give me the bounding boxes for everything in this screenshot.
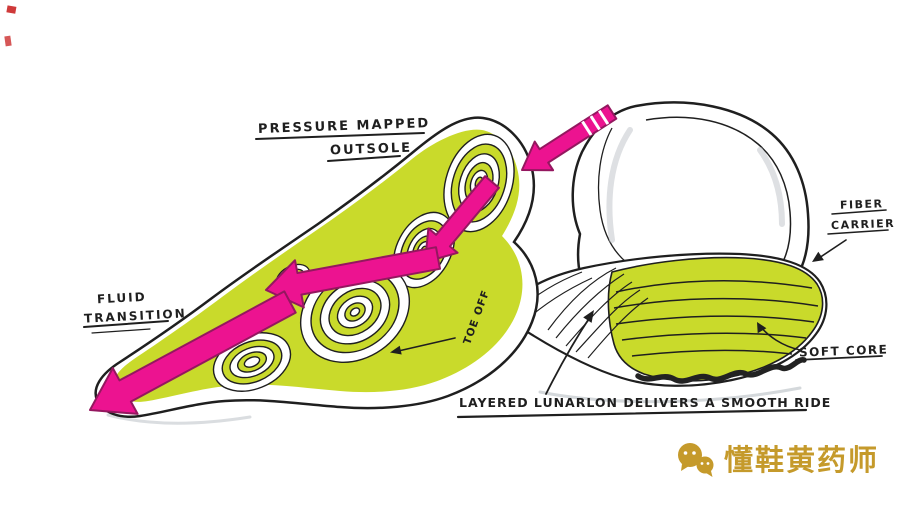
lunarlon-core [607,256,824,382]
watermark-brand-text: 懂鞋黄药师 [724,443,880,477]
label-outsole: OUTSOLE [329,140,413,159]
label-fluid: FLUID [96,289,147,307]
label-fiber: FIBER [839,197,884,212]
leader-arrowheads [390,251,824,355]
heel-shoe-sketch [504,101,828,404]
chat-bubble-brand-logo-icon [678,443,714,477]
tread [635,357,807,384]
flow-arrow-2 [424,175,500,263]
label-layered-lunarlon: LAYERED LUNARLON DELIVERS A SMOOTH RIDE [459,395,832,410]
flow-arrow-4 [89,290,297,415]
arrow-tail-stripes [581,109,610,136]
lunarlon-layer-lines [613,280,819,357]
watermark: 懂鞋黄药师 [674,438,879,482]
label-carrier: CARRIER [830,216,896,233]
red-corner-mark [4,5,17,47]
label-soft-core: SOFT CORE [798,342,889,360]
contour-cluster-forefoot [299,261,411,363]
